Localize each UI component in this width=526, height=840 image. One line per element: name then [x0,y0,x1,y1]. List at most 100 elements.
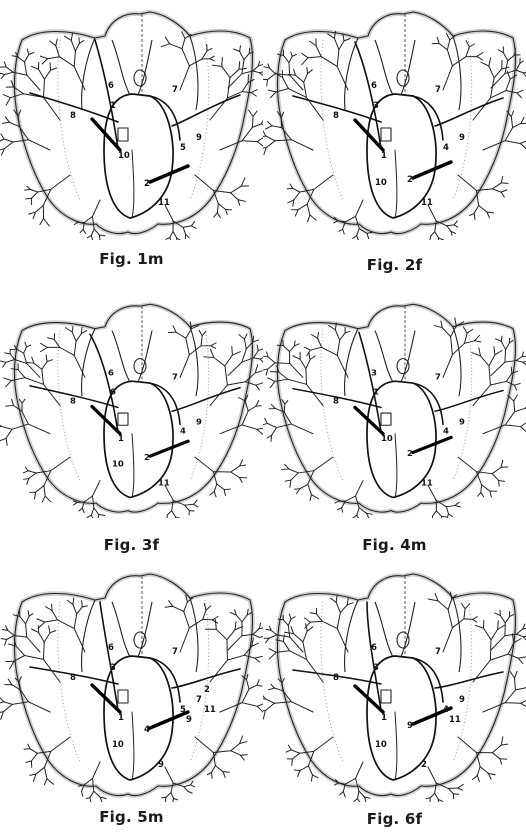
vessel-twig [8,679,12,685]
vessel-twig [447,225,454,226]
anatomy-label: 11 [158,198,170,208]
vessel-twig [435,793,439,799]
vessel-twig [26,616,29,624]
vessel-twig [173,231,177,238]
vessel-twig [195,737,213,753]
vessel-twig [289,745,292,750]
vessel-twig [458,175,476,191]
vessel-twig [478,492,481,496]
vessel-twig [498,625,505,629]
vessel-twig [268,378,275,382]
vessel-twig [91,229,94,236]
vessel-twig [495,613,501,616]
vessel-twig [272,126,282,128]
vessel-twig [292,759,293,766]
vessel-twig [288,89,306,98]
vessel-twig [84,216,92,222]
vessel-twig [33,774,36,781]
vessel-twig [27,49,29,55]
anatomy-label: 2 [407,175,413,185]
vessel-twig [289,63,290,75]
vessel-twig [25,55,29,63]
vessel-twig [304,74,308,83]
anatomy-label: 7 [172,85,178,95]
vessel-twig [267,423,276,427]
vessel-twig [27,75,40,90]
vessel-twig [242,615,247,622]
vessel-twig [291,702,313,712]
anatomy-label: 6 [108,643,114,653]
contour-line [190,36,198,110]
vessel-twig [48,338,55,340]
vessel-twig [27,479,29,485]
vessel-twig [464,341,474,344]
vessel-twig [268,74,276,80]
vessel-twig [51,68,57,70]
neck-structure [112,331,152,383]
vessel-twig [29,473,36,479]
vessel-twig [263,695,266,699]
vessel-twig [240,755,247,756]
vessel-twig [184,602,188,611]
right-lateral-vessel [172,95,240,126]
vessel-twig [184,785,191,787]
vessel-twig [434,326,442,328]
vessel-twig [522,352,523,356]
nodule [397,359,409,374]
vessel-twig [477,57,483,60]
vessel-twig [91,508,94,515]
vessel-twig [50,41,56,46]
vessel-twig [295,75,303,82]
anatomy-label: 2 [144,179,150,189]
vessel-twig [329,326,336,330]
vessel-twig [73,598,74,604]
vessel-twig [334,38,339,49]
vessel-twig [218,204,225,210]
vessel-twig [500,759,502,764]
anatomy-label: 7 [196,695,202,705]
vessel-twig [290,184,293,188]
vessel-twig [292,753,299,759]
vessel-twig [203,610,206,619]
vessel-twig [175,517,176,518]
vessel-twig [275,363,290,364]
vessel-twig [194,504,198,507]
vessel-twig [44,779,47,785]
vessel-twig [26,761,31,762]
vessel-twig [6,98,10,106]
anatomy-label: 4 [443,426,449,436]
vessel-twig [0,698,4,702]
vessel-twig [283,620,288,626]
anatomy-label: 7 [172,372,178,382]
vessel-twig [428,485,436,500]
vessel-twig [439,238,444,240]
vessel-twig [257,345,258,351]
anatomy-label: 4 [144,725,150,735]
vessel-twig [448,610,452,628]
vessel-twig [447,226,451,232]
vessel-twig [337,613,340,629]
vessel-twig [93,496,94,508]
vessel-twig [184,611,190,627]
vessel-twig [72,326,73,332]
vessel-twig [521,421,526,426]
vessel-twig [501,744,508,745]
vessel-twig [454,225,458,227]
vessel-twig [448,788,453,794]
anatomy-label: 9 [196,133,202,143]
vessel-twig [474,206,479,214]
vessel-twig [318,332,319,338]
vessel-twig [79,41,84,44]
vessel-twig [22,399,25,403]
vessel-twig [1,75,5,79]
vessel-twig [39,633,45,643]
vessel-twig [5,353,11,354]
vessel-twig [176,332,186,338]
vessel-twig [172,511,176,517]
vessel-twig [314,737,333,751]
vessel-twig [165,606,173,607]
vessel-twig [23,471,28,473]
vessel-twig [5,117,9,122]
